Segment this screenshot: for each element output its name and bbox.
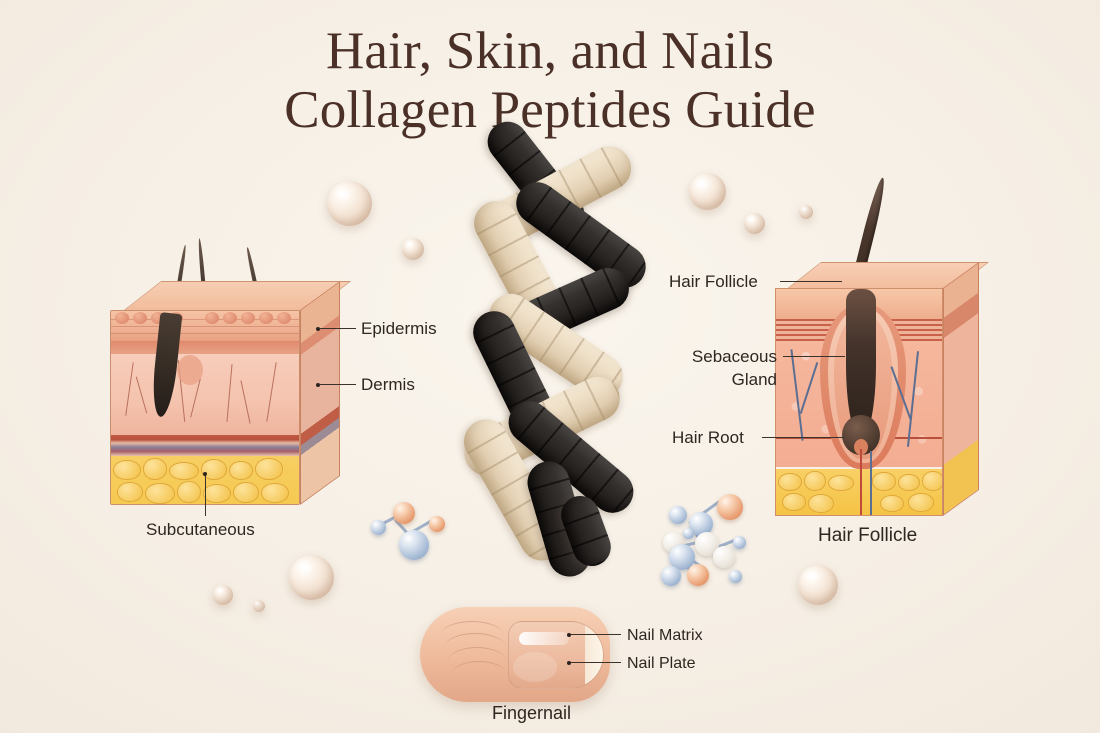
atom-orange [429,516,445,532]
atom-blue [661,566,681,586]
label-nail-plate: Nail Plate [627,655,696,672]
title-line-2: Collagen Peptides Guide [284,81,816,139]
label-epidermis: Epidermis [361,319,437,338]
follicle-block-side-face [943,261,979,516]
pearl-decoration [213,585,233,605]
label-dermis: Dermis [361,375,415,394]
atom-blue [669,506,687,524]
nail-highlight [519,632,569,645]
caption-fingernail: Fingernail [492,703,572,723]
label-sebaceous-gland: Sebaceous Gland [691,347,777,389]
nail-free-edge [585,622,603,688]
nail-matrix-leader-dot [567,633,571,637]
nail-plate-leader-line [571,662,621,663]
title-line-1: Hair, Skin, and Nails [325,22,775,80]
atom-blue [729,570,742,583]
hair-follicle-leader-line [780,281,842,282]
pearl-decoration [744,213,765,234]
nail-plate-shape [508,621,604,689]
subcutaneous-layer [776,469,942,515]
vascular-band [111,435,299,456]
pearl-decoration [798,565,838,605]
hair-follicle-illustration [775,176,990,518]
dermis-leader-dot [316,383,320,387]
atom-white [713,546,735,568]
atom-blue [683,528,694,539]
collagen-triple-helix-illustration [440,113,660,602]
pearl-decoration [402,238,424,260]
dermal-papilla-shape [854,439,868,455]
label-nail-matrix: Nail Matrix [627,627,703,644]
dermis-leader-line [320,384,356,385]
nail-matrix-leader-line [571,634,621,635]
atom-blue [399,530,429,560]
skin-block-front-face [110,310,300,505]
follicle-block-front-face [775,288,943,516]
hair-root-shape [846,289,876,439]
dermis-layer [111,354,299,435]
pearl-decoration [289,555,334,600]
subcutaneous-leader-dot [203,472,207,476]
epidermis-leader-dot [316,327,320,331]
skin-cross-section-illustration [110,238,352,507]
skin-block-side-face [300,280,340,505]
molecule-cluster-small [365,500,445,570]
pearl-decoration [689,173,726,210]
pearl-decoration [327,181,372,226]
nail-plate-leader-dot [567,661,571,665]
papillary-layer [111,341,299,354]
atom-blue [371,520,386,535]
caption-hair-follicle: Hair Follicle [818,525,918,546]
atom-orange [393,502,415,524]
subcutaneous-leader-line [205,476,206,516]
nail-matrix-shape [513,652,557,682]
fingernail-illustration [420,607,620,707]
atom-blue [733,536,746,549]
label-hair-follicle: Hair Follicle [669,272,758,291]
subcutaneous-layer [111,456,299,504]
label-subcutaneous: Subcutaneous [146,520,255,539]
page-title: Hair, Skin, and Nails Collagen Peptides … [0,22,1100,140]
atom-orange [687,564,709,586]
hair-root-leader-line [762,437,844,438]
epidermis-leader-line [320,328,356,329]
sebaceous-gland-leader-line [783,356,845,357]
atom-orange [717,494,743,520]
molecule-cluster-large [645,488,755,593]
pearl-decoration [253,600,265,612]
pearl-decoration [799,205,813,219]
label-hair-root: Hair Root [672,428,744,447]
